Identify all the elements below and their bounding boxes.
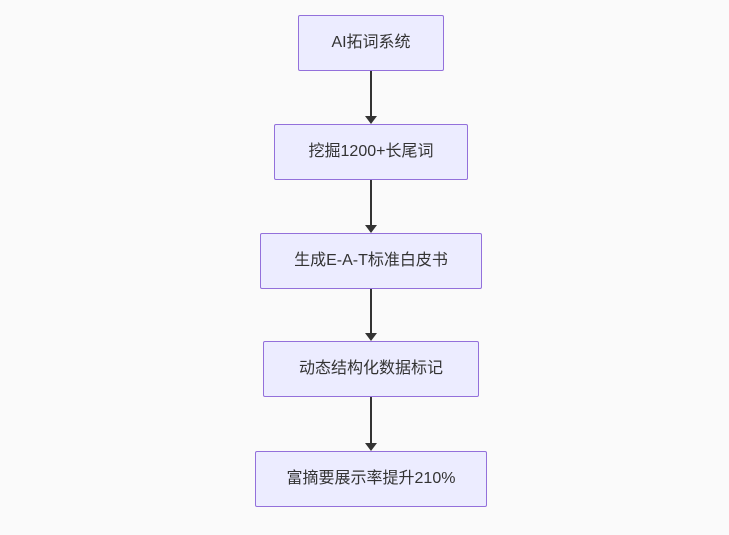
down-arrow-connector [365, 289, 377, 341]
flow-node-generate-eat-whitepaper: 生成E-A-T标准白皮书 [260, 233, 482, 289]
down-arrow-connector [365, 71, 377, 124]
arrow-shaft [370, 180, 372, 227]
flow-node-dynamic-structured-data-markup: 动态结构化数据标记 [263, 341, 479, 397]
down-arrow-connector [365, 180, 377, 233]
flow-node-label: AI拓词系统 [331, 34, 411, 51]
flow-node-label: 生成E-A-T标准白皮书 [294, 252, 448, 269]
flow-node-mine-longtail-keywords: 挖掘1200+长尾词 [274, 124, 468, 180]
arrow-head-icon [365, 116, 377, 124]
flow-node-label: 动态结构化数据标记 [298, 360, 443, 377]
arrow-shaft [370, 289, 372, 335]
flow-node-rich-snippet-rate-increase: 富摘要展示率提升210% [255, 451, 487, 507]
down-arrow-connector [365, 397, 377, 451]
arrow-head-icon [365, 443, 377, 451]
arrow-head-icon [365, 333, 377, 341]
flow-node-label: 富摘要展示率提升210% [286, 470, 456, 487]
arrow-shaft [370, 397, 372, 445]
arrow-head-icon [365, 225, 377, 233]
flow-node-label: 挖掘1200+长尾词 [308, 143, 434, 160]
arrow-shaft [370, 71, 372, 118]
flow-node-ai-word-expansion-system: AI拓词系统 [298, 15, 444, 71]
